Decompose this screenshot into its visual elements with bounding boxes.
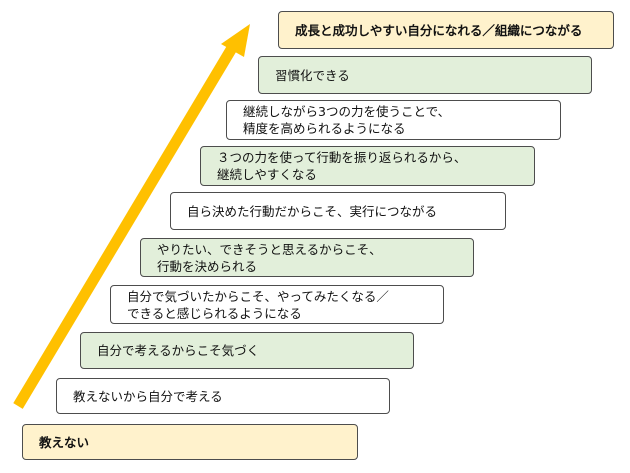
step-9-growth-goal: 成長と成功しやすい自分になれる／組織につながる	[278, 11, 614, 49]
step-4-decide-action: やりたい、できそうと思えるからこそ、 行動を決められる	[140, 238, 474, 277]
step-1-think-yourself: 教えないから自分で考える	[56, 378, 390, 414]
step-4-label: やりたい、できそうと思えるからこそ、 行動を決められる	[157, 241, 382, 274]
step-5-label: 自ら決めた行動だからこそ、実行につながる	[187, 203, 438, 219]
step-6-label: ３つの力を使って行動を振り返られるから、 継続しやすくなる	[217, 150, 467, 182]
arrow-head	[221, 24, 250, 57]
step-3-label: 自分で気づいたからこそ、やってみたくなる／ できると感じられるようになる	[127, 288, 389, 321]
step-8-label: 習慣化できる	[275, 67, 350, 83]
arrow-shaft	[13, 45, 237, 409]
step-2-label: 自分で考えるからこそ気づく	[97, 343, 260, 358]
step-0-no-teaching: 教えない	[22, 424, 358, 460]
step-0-label: 教えない	[39, 434, 90, 450]
step-1-label: 教えないから自分で考える	[73, 388, 223, 404]
step-7-improve-accuracy: 継続しながら3つの力を使うことで、 精度を高められるようになる	[226, 100, 561, 140]
step-5-execute: 自ら決めた行動だからこそ、実行につながる	[170, 192, 506, 230]
step-7-label: 継続しながら3つの力を使うことで、 精度を高められるようになる	[243, 104, 451, 136]
step-8-habit: 習慣化できる	[258, 56, 592, 94]
step-6-reflect: ３つの力を使って行動を振り返られるから、 継続しやすくなる	[200, 146, 535, 186]
step-9-label: 成長と成功しやすい自分になれる／組織につながる	[295, 22, 583, 38]
step-2-notice: 自分で考えるからこそ気づく	[80, 332, 414, 369]
step-3-want-to-try: 自分で気づいたからこそ、やってみたくなる／ できると感じられるようになる	[110, 285, 444, 324]
